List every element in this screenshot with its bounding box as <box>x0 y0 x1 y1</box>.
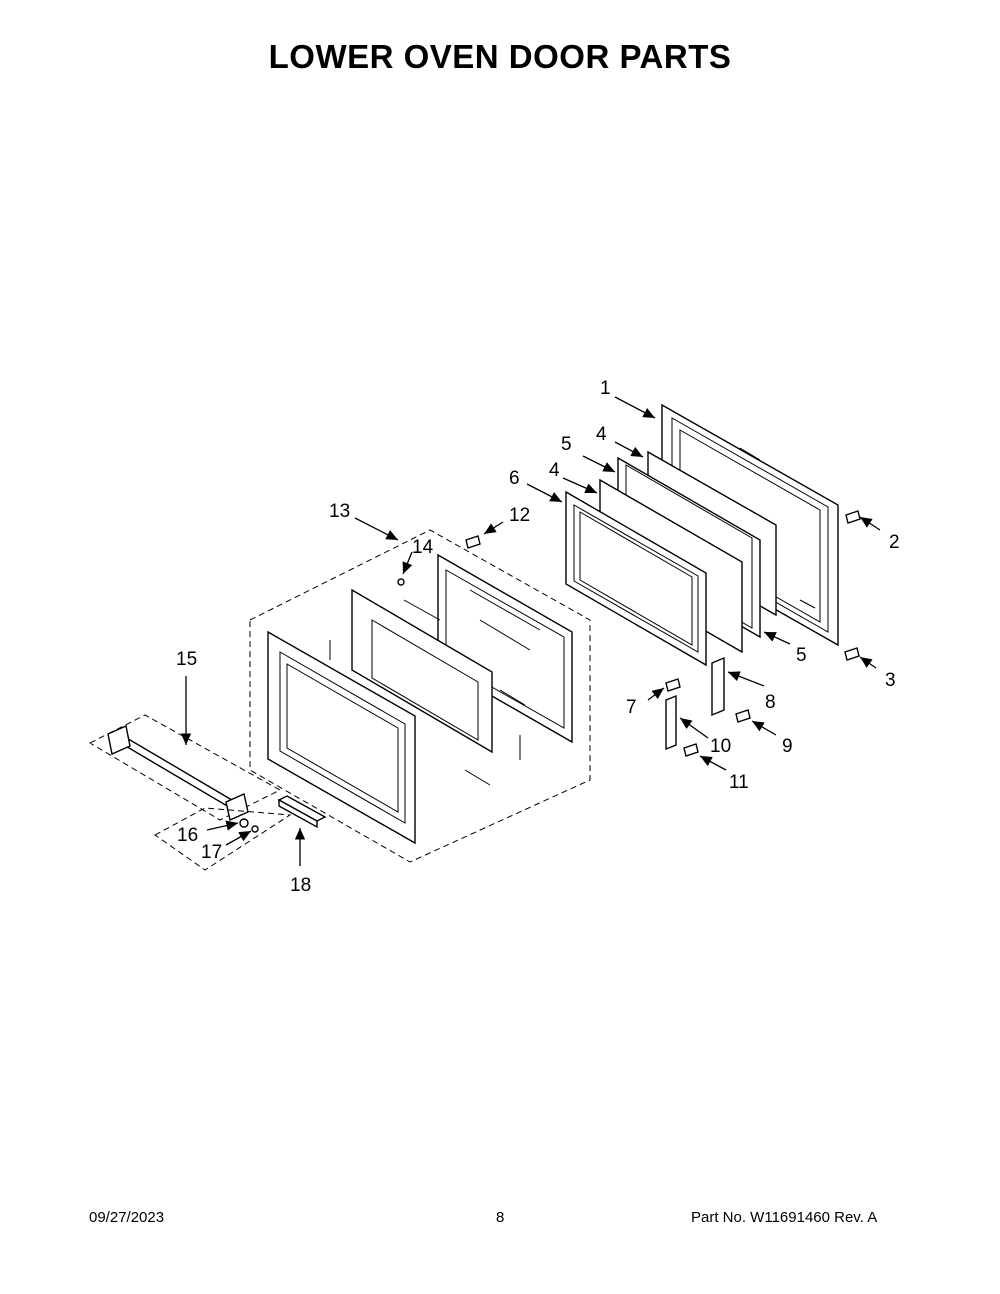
door-hinge <box>665 694 677 751</box>
leader-lines <box>180 396 881 866</box>
handle-spacer <box>239 818 249 828</box>
footer-page-number: 8 <box>496 1209 505 1226</box>
callout-6: 6 <box>509 468 520 489</box>
callout-12: 12 <box>509 505 530 526</box>
door-badge <box>277 795 327 829</box>
screw-9 <box>735 709 751 723</box>
handle-screw <box>251 825 259 833</box>
callout-11: 11 <box>729 772 749 793</box>
callout-3: 3 <box>885 670 896 691</box>
footer-part-number: Part No. W11691460 Rev. A <box>691 1209 878 1226</box>
hinge-bracket <box>711 656 725 717</box>
footer-date: 09/27/2023 <box>89 1209 165 1226</box>
screw-11 <box>683 743 699 757</box>
screw-12 <box>465 535 481 549</box>
callout-5-upper: 5 <box>561 434 572 455</box>
screw-7 <box>665 678 681 692</box>
window-pack-frame <box>565 490 707 667</box>
callout-15: 15 <box>176 649 197 670</box>
callout-4-upper: 4 <box>596 424 607 445</box>
callout-13: 13 <box>329 501 350 522</box>
page-title: LOWER OVEN DOOR PARTS <box>268 38 732 75</box>
callout-7: 7 <box>626 697 637 718</box>
callout-5-lower: 5 <box>796 645 807 666</box>
screw-2 <box>845 510 861 524</box>
callout-9: 9 <box>782 736 793 757</box>
callout-2: 2 <box>889 532 900 553</box>
callout-4-lower: 4 <box>549 460 560 481</box>
callout-18: 18 <box>290 875 311 896</box>
callout-1: 1 <box>600 378 611 399</box>
door-clip <box>397 578 441 621</box>
callout-16: 16 <box>177 825 198 846</box>
callout-10: 10 <box>710 736 731 757</box>
callout-17: 17 <box>201 842 222 863</box>
outer-door-assembly <box>249 529 591 863</box>
callout-8: 8 <box>765 692 776 713</box>
door-handle <box>88 714 292 871</box>
screw-3 <box>844 647 860 661</box>
callout-14: 14 <box>412 537 434 558</box>
